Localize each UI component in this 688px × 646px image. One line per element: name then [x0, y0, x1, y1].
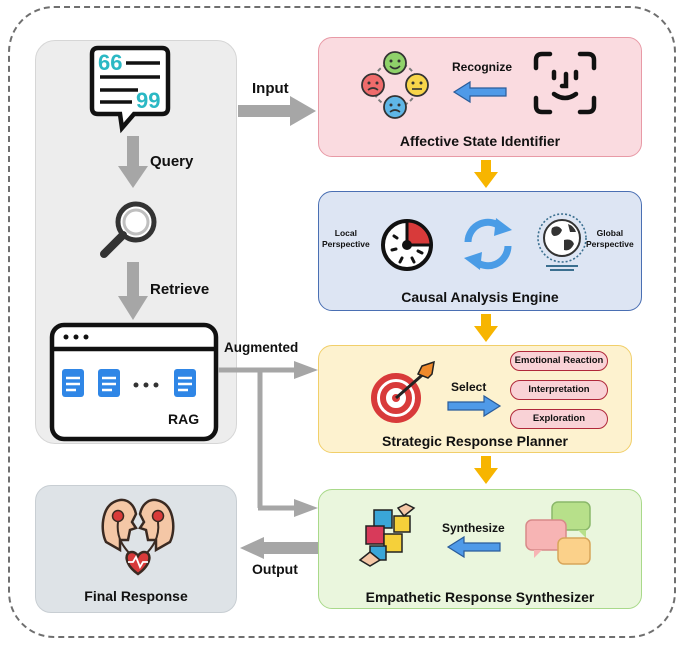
select-label: Select	[451, 380, 487, 394]
magnifier-icon	[100, 201, 157, 258]
puzzle-hands-icon	[358, 503, 416, 567]
input-arrow	[238, 96, 316, 126]
recognize-arrow	[452, 80, 507, 104]
option-emotional-reaction: Emotional Reaction	[510, 351, 608, 371]
output-arrow	[240, 537, 318, 559]
final-response-label: Final Response	[84, 588, 188, 604]
face-scan-icon	[533, 51, 597, 115]
local-perspective-line-2: Perspective	[322, 239, 370, 249]
flow-arrow-1	[474, 160, 498, 188]
flow-arrow-2	[474, 314, 498, 342]
rag-window-icon	[49, 322, 219, 442]
rag-label: RAG	[168, 411, 200, 427]
svg-text:99: 99	[136, 88, 160, 113]
causal-analysis-engine-title: Causal Analysis Engine	[401, 289, 559, 305]
affective-state-identifier-title: Affective State Identifier	[399, 133, 561, 149]
synthesize-label: Synthesize	[442, 521, 505, 535]
affective-state-identifier-box	[318, 37, 642, 157]
causal-analysis-engine-box	[318, 191, 642, 311]
retrieve-label: Retrieve	[150, 281, 210, 298]
option-interpretation: Interpretation	[510, 380, 608, 400]
global-perspective-label: Global Perspective	[586, 228, 634, 250]
two-heads-heart-icon	[101, 498, 175, 576]
local-perspective-label: Local Perspective	[322, 228, 370, 250]
globe-global-icon	[537, 213, 587, 271]
outer-dashed-frame	[8, 6, 676, 638]
strategic-response-planner-title: Strategic Response Planner	[382, 433, 568, 449]
retrieve-arrow	[118, 262, 148, 320]
sync-cycle-icon	[464, 218, 512, 270]
synthesize-arrow	[446, 535, 501, 559]
query-arrow	[118, 136, 148, 188]
chat-bubbles-icon	[525, 501, 591, 565]
global-perspective-line-2: Perspective	[586, 239, 634, 249]
target-arrow-icon	[371, 360, 435, 423]
global-perspective-line-1: Global	[596, 228, 624, 238]
svg-text:66: 66	[98, 50, 122, 75]
empathetic-response-synthesizer-title: Empathetic Response Synthesizer	[365, 589, 595, 605]
local-perspective-line-1: Local	[334, 228, 357, 238]
speech-bubble-icon: 66 99	[89, 45, 171, 134]
select-arrow	[447, 394, 502, 418]
dartboard-local-icon	[381, 219, 433, 271]
recognize-label: Recognize	[452, 60, 513, 74]
query-label: Query	[150, 153, 194, 170]
emotion-faces-icon	[361, 51, 429, 119]
final-response-box	[35, 485, 237, 613]
flow-arrow-3	[474, 456, 498, 484]
output-label: Output	[252, 561, 298, 577]
augmented-label: Augmented	[224, 340, 299, 355]
input-label: Input	[252, 80, 289, 97]
option-exploration: Exploration	[510, 409, 608, 429]
